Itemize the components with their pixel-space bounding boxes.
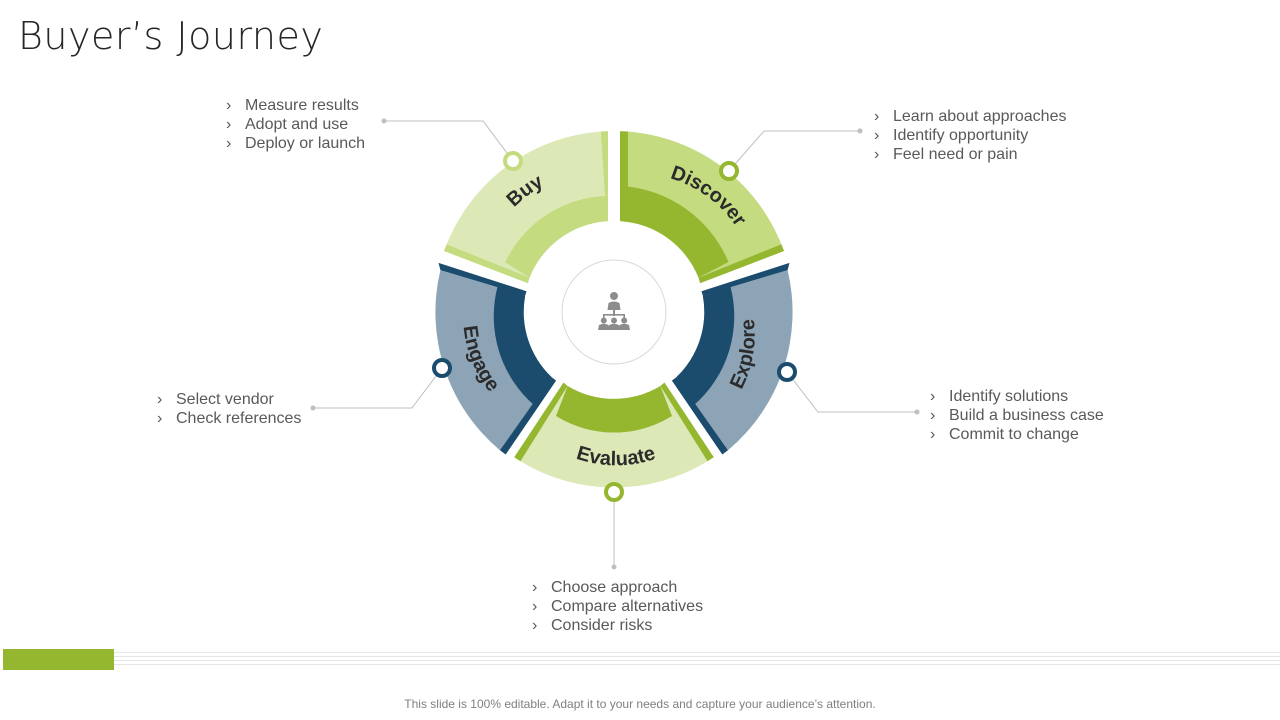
bullets-discover: ›Learn about approaches ›Identify opport… [874, 107, 1066, 164]
marker-evaluate [604, 482, 624, 502]
page-title: Buyer’s Journey [18, 14, 324, 58]
marker-discover [719, 161, 739, 181]
bullets-buy: ›Measure results ›Adopt and use ›Deploy … [226, 96, 365, 153]
connector-lines [313, 120, 917, 567]
chevron-right-icon: › [874, 108, 880, 125]
bullet-item: ›Commit to change [930, 426, 1079, 443]
segment-engage-rim-top [438, 262, 527, 296]
segment-engage-inner [493, 286, 552, 406]
chevron-right-icon: › [532, 617, 538, 634]
connector-explore [786, 371, 917, 413]
footer-divider-lines [114, 652, 1280, 668]
bullet-item: ›Learn about approaches [874, 108, 1067, 125]
segment-explore-inner [676, 286, 735, 406]
chevron-right-icon: › [532, 579, 538, 596]
segment-engage [435, 262, 557, 455]
segment-evaluate-rim-left [514, 382, 568, 462]
segment-explore-rim-top [701, 262, 790, 296]
segment-buy-outer [446, 131, 607, 278]
chevron-right-icon: › [157, 410, 163, 427]
segment-evaluate-rim-right [660, 382, 714, 462]
people-hierarchy-icon [598, 292, 630, 330]
footer-accent-bar [3, 649, 114, 670]
segment-discover-inner [621, 186, 729, 278]
connector-engage [313, 367, 443, 409]
chevron-right-icon: › [157, 391, 163, 408]
connector-dot-evaluate [611, 564, 617, 570]
segment-discover-rim-right [698, 244, 785, 284]
bullet-item: ›Compare alternatives [532, 598, 704, 615]
bullet-item: ›Identify opportunity [874, 127, 1029, 144]
bullets-evaluate: ›Choose approach ›Compare alternatives ›… [532, 578, 703, 635]
bullet-item: ›Choose approach [532, 579, 678, 596]
bullet-item: ›Select vendor [157, 391, 274, 408]
marker-engage [432, 358, 452, 378]
bullet-item: ›Build a business case [930, 407, 1104, 424]
marker-buy [503, 151, 523, 171]
bullet-item: ›Feel need or pain [874, 146, 1018, 163]
chevron-right-icon: › [532, 598, 538, 615]
segment-discover-outer [621, 131, 782, 278]
connector-dot-buy [381, 118, 387, 124]
segment-discover-rim-left [620, 131, 628, 222]
segment-explore [671, 262, 793, 455]
footer-note: This slide is 100% editable. Adapt it to… [404, 697, 876, 711]
chevron-right-icon: › [930, 388, 936, 405]
connector-dot-discover [857, 128, 863, 134]
bullets-explore: ›Identify solutions ›Build a business ca… [930, 387, 1104, 444]
chevron-right-icon: › [226, 97, 232, 114]
chevron-right-icon: › [874, 146, 880, 163]
chevron-right-icon: › [226, 116, 232, 133]
bullet-item: ›Adopt and use [226, 116, 349, 133]
segment-evaluate [514, 382, 714, 488]
chevron-right-icon: › [930, 407, 936, 424]
bullets-engage: ›Select vendor ›Check references [157, 390, 301, 428]
segment-explore-rim-bottom [671, 377, 728, 455]
segment-evaluate-inner [556, 386, 672, 433]
bullet-item: ›Consider risks [532, 617, 653, 634]
bullet-item: ›Deploy or launch [226, 135, 366, 152]
bullet-item: ›Check references [157, 410, 302, 427]
bullet-item: ›Identify solutions [930, 388, 1069, 405]
connector-discover [728, 130, 860, 172]
segment-engage-rim-bottom [499, 377, 557, 455]
chevron-right-icon: › [930, 426, 936, 443]
marker-explore [777, 362, 797, 382]
bullet-item: ›Measure results [226, 97, 359, 114]
connector-dot-explore [914, 409, 920, 415]
chevron-right-icon: › [226, 135, 232, 152]
segment-discover [620, 131, 785, 284]
chevron-right-icon: › [874, 127, 880, 144]
segment-buy [443, 131, 608, 284]
connector-buy [384, 120, 514, 162]
connector-dot-engage [310, 405, 316, 411]
connector-end-dots [310, 118, 920, 570]
segment-buy-rim-right [600, 131, 608, 222]
segment-buy-rim-left [443, 244, 530, 284]
segment-buy-inner [505, 196, 607, 278]
